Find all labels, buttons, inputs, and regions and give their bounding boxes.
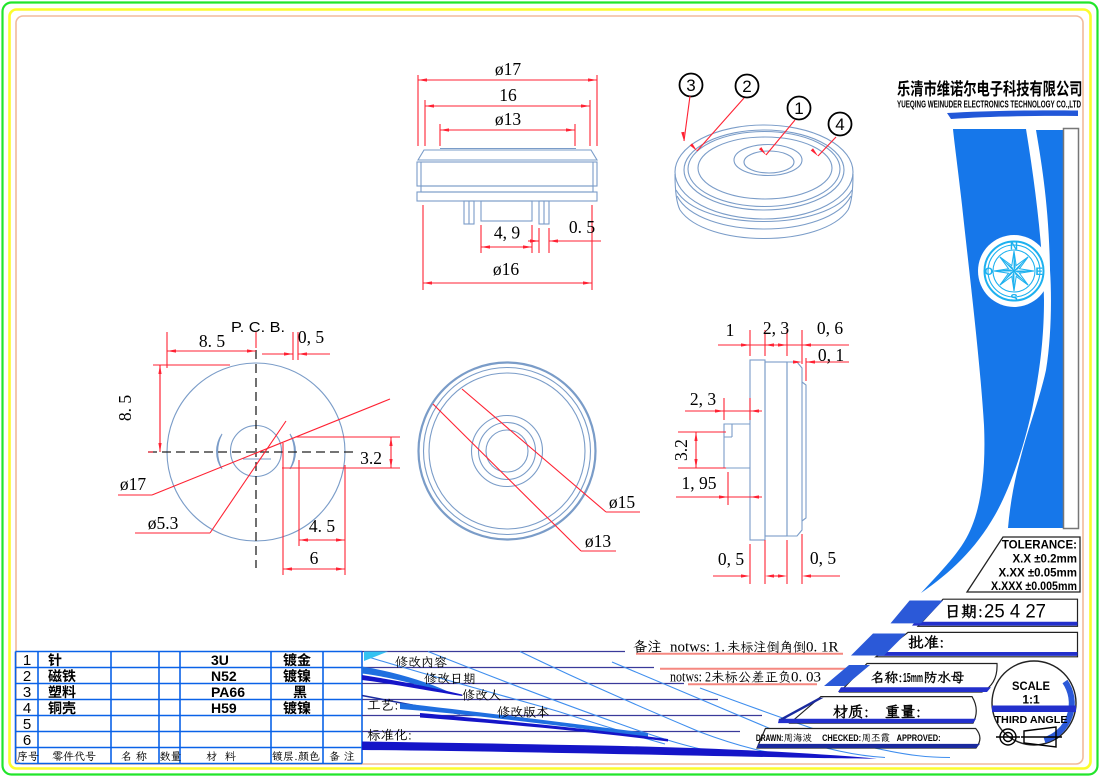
svg-text:0. 5: 0. 5 [569, 217, 596, 237]
svg-text:S: S [1010, 293, 1017, 305]
svg-text:0, 6: 0, 6 [817, 318, 844, 338]
svg-text:4: 4 [835, 115, 844, 134]
svg-text:ø13: ø13 [495, 109, 522, 129]
svg-text:4, 9: 4, 9 [494, 223, 521, 243]
svg-text:0, 1: 0, 1 [818, 345, 844, 365]
svg-text:ø17: ø17 [495, 59, 522, 79]
svg-text:ø16: ø16 [493, 259, 520, 279]
svg-text:4. 5: 4. 5 [309, 516, 336, 536]
svg-text:N: N [1010, 241, 1018, 253]
svg-text:YUEQING WEINUDER ELECTRONICS T: YUEQING WEINUDER ELECTRONICS TECHNOLOGY … [897, 100, 1081, 111]
svg-text:0, 5: 0, 5 [810, 548, 837, 568]
svg-text:THIRD ANGLE: THIRD ANGLE [995, 714, 1068, 726]
svg-text:2, 3: 2, 3 [763, 318, 790, 338]
svg-text:0. 1R: 0. 1R [806, 640, 839, 656]
svg-text:1: 1 [794, 99, 803, 118]
svg-text:3U: 3U [211, 652, 229, 668]
svg-text:ø15: ø15 [609, 492, 636, 512]
svg-text:15mm: 15mm [903, 671, 923, 685]
svg-text:notws: 2: notws: 2 [670, 670, 711, 686]
svg-text:3.2: 3.2 [671, 439, 691, 461]
svg-text:6: 6 [310, 548, 319, 568]
svg-text:CHECKED:: CHECKED: [822, 733, 861, 744]
svg-text:25 4 27: 25 4 27 [984, 602, 1046, 623]
svg-text:1: 1 [23, 652, 31, 669]
svg-text:1, 95: 1, 95 [682, 473, 717, 493]
svg-text:16: 16 [499, 85, 517, 105]
svg-text:0, 5: 0, 5 [718, 549, 745, 569]
svg-text:P. C. B.: P. C. B. [231, 319, 285, 336]
svg-text:APPROVED:: APPROVED: [897, 733, 941, 744]
svg-text:ø13: ø13 [585, 531, 612, 551]
svg-text:N52: N52 [211, 668, 237, 684]
svg-text:TOLERANCE:: TOLERANCE: [1002, 540, 1077, 552]
svg-text:3: 3 [23, 684, 31, 701]
svg-text:0. 03: 0. 03 [791, 670, 821, 686]
svg-text:E: E [1036, 266, 1043, 278]
svg-text:2: 2 [23, 668, 31, 685]
svg-text:4: 4 [23, 700, 31, 717]
svg-text:1: 1 [726, 320, 735, 340]
svg-text:2, 3: 2, 3 [690, 389, 717, 409]
svg-text:6: 6 [23, 732, 31, 749]
svg-text:DRAWN:: DRAWN: [756, 733, 784, 744]
svg-text:PA66: PA66 [211, 684, 245, 700]
svg-text:2: 2 [742, 77, 751, 96]
svg-text:SCALE: SCALE [1012, 679, 1050, 693]
svg-text:5: 5 [23, 716, 31, 733]
svg-text:8. 5: 8. 5 [115, 395, 135, 422]
svg-text:8. 5: 8. 5 [199, 331, 226, 351]
svg-text:O: O [985, 266, 994, 278]
svg-text:notws: 1.: notws: 1. [670, 640, 725, 656]
svg-text:H59: H59 [211, 700, 237, 716]
svg-text:ø5.3: ø5.3 [148, 513, 179, 533]
svg-text:X.XX ±0.05mm: X.XX ±0.05mm [998, 568, 1077, 580]
svg-text:X.XXX ±0.005mm: X.XXX ±0.005mm [991, 581, 1077, 593]
svg-text:3.2: 3.2 [360, 448, 382, 468]
svg-text:ø17: ø17 [120, 474, 147, 494]
svg-text:0, 5: 0, 5 [298, 327, 325, 347]
svg-text:3: 3 [686, 76, 695, 95]
svg-text:X.X ±0.2mm: X.X ±0.2mm [1013, 554, 1077, 566]
svg-text:1:1: 1:1 [1022, 693, 1040, 707]
